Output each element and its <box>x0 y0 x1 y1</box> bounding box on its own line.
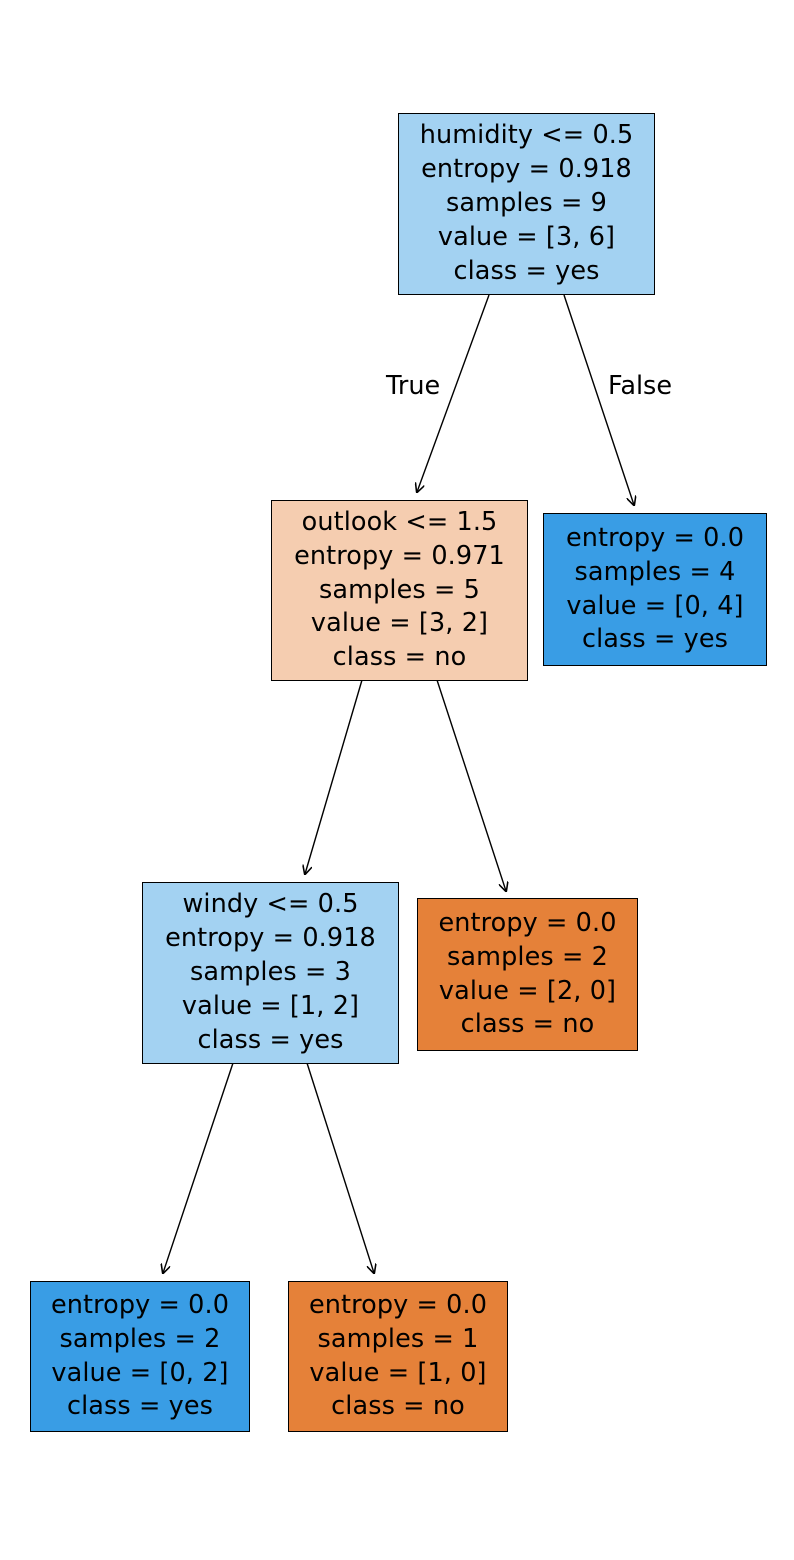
edge-windy-to-leaf-no <box>306 1062 374 1273</box>
node-line: entropy = 0.918 <box>421 154 632 185</box>
node-line: entropy = 0.0 <box>50 1289 230 1320</box>
node-line: outlook <= 1.5 <box>301 506 498 537</box>
edge-outlook-to-windy <box>305 679 363 874</box>
node-line: entropy = 0.918 <box>165 923 376 954</box>
edge-windy-to-leaf-yes <box>163 1062 234 1273</box>
node-line: samples = 9 <box>446 188 607 219</box>
node-line: class = yes <box>453 255 600 286</box>
node-line: class = yes <box>197 1024 344 1055</box>
node-line: entropy = 0.0 <box>438 907 617 938</box>
tree-node-windy[interactable]: windy <= 0.5 entropy = 0.918 samples = 3… <box>142 882 399 1064</box>
node-line: value = [0, 4] <box>566 590 744 621</box>
node-line: entropy = 0.971 <box>294 540 505 571</box>
node-line: samples = 4 <box>574 556 736 587</box>
node-line: samples = 2 <box>59 1323 221 1354</box>
node-line: humidity <= 0.5 <box>419 120 634 151</box>
node-line: class = yes <box>581 624 729 655</box>
tree-leaf-windy-false[interactable]: entropy = 0.0 samples = 1 value = [1, 0]… <box>288 1281 508 1432</box>
node-line: value = [0, 2] <box>51 1357 229 1388</box>
tree-leaf-humidity-false[interactable]: entropy = 0.0 samples = 4 value = [0, 4]… <box>543 513 767 666</box>
tree-leaf-outlook-false[interactable]: entropy = 0.0 samples = 2 value = [2, 0]… <box>417 898 638 1051</box>
node-line: entropy = 0.0 <box>308 1289 488 1320</box>
edge-label-true: True <box>386 371 441 401</box>
node-line: value = [3, 6] <box>437 221 616 252</box>
node-line: samples = 1 <box>317 1323 479 1354</box>
edge-outlook-to-leaf-no <box>436 679 506 891</box>
node-line: value = [3, 2] <box>310 608 489 639</box>
node-line: samples = 5 <box>319 574 480 605</box>
node-line: value = [1, 2] <box>181 990 360 1021</box>
node-line: samples = 3 <box>190 957 351 988</box>
edge-label-false: False <box>608 371 673 401</box>
node-line: class = yes <box>66 1391 214 1422</box>
node-line: windy <= 0.5 <box>182 889 359 920</box>
node-line: entropy = 0.0 <box>565 522 745 553</box>
node-line: class = no <box>332 642 467 673</box>
tree-leaf-windy-true[interactable]: entropy = 0.0 samples = 2 value = [0, 2]… <box>30 1281 250 1432</box>
node-line: class = no <box>460 1009 595 1040</box>
node-line: value = [1, 0] <box>309 1357 487 1388</box>
node-line: value = [2, 0] <box>438 975 617 1006</box>
node-line: class = no <box>331 1391 465 1422</box>
tree-node-root[interactable]: humidity <= 0.5 entropy = 0.918 samples … <box>398 113 655 295</box>
node-line: samples = 2 <box>447 941 608 972</box>
tree-node-outlook[interactable]: outlook <= 1.5 entropy = 0.971 samples =… <box>271 500 528 681</box>
